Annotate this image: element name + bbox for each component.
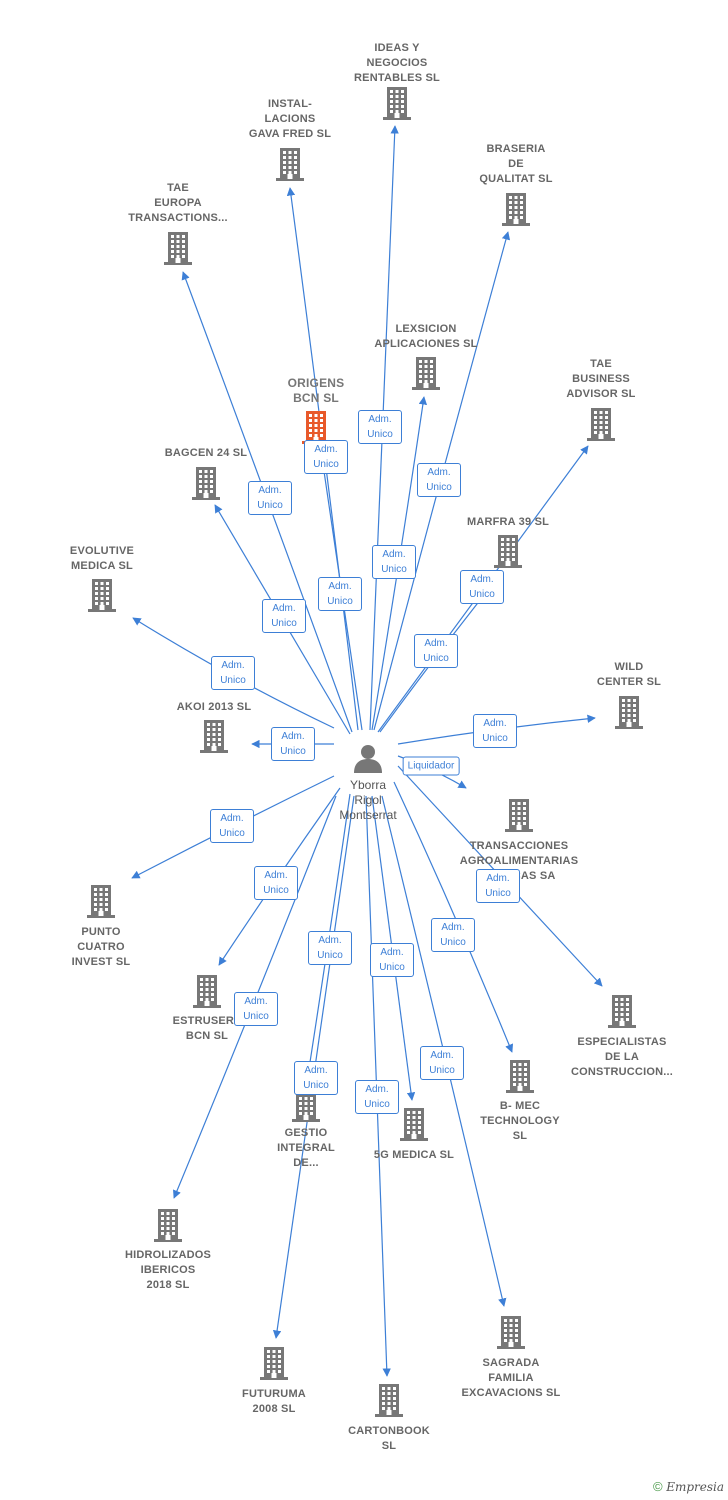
building-icon[interactable] xyxy=(86,578,118,612)
building-icon[interactable] xyxy=(85,884,117,918)
edge-label-g5medica: Adm. Unico xyxy=(370,943,414,977)
edge-label-wild: Adm. Unico xyxy=(473,714,517,748)
building-icon[interactable] xyxy=(398,1107,430,1141)
building-icon[interactable] xyxy=(162,231,194,265)
copyright-icon: © xyxy=(652,1479,663,1494)
building-icon[interactable] xyxy=(495,1315,527,1349)
company-label-ideas[interactable]: IDEAS Y NEGOCIOS RENTABLES SL xyxy=(354,42,440,84)
edge-label-punto: Adm. Unico xyxy=(210,809,254,843)
edge-label-tae_business: Adm. Unico xyxy=(460,570,504,604)
edge-label-transacciones: Liquidador xyxy=(402,756,460,776)
edge-label-lexsicion: Adm. Unico xyxy=(372,545,416,579)
building-icon[interactable] xyxy=(492,534,524,568)
edge-label-cartonbook: Adm. Unico xyxy=(355,1080,399,1114)
building-icon[interactable] xyxy=(410,356,442,390)
building-icon[interactable] xyxy=(152,1208,184,1242)
edge-label-braseria: Adm. Unico xyxy=(417,463,461,497)
building-icon[interactable] xyxy=(258,1346,290,1380)
edge-label-tae_europa: Adm. Unico xyxy=(248,481,292,515)
company-label-hidrolizados[interactable]: HIDROLIZADOS IBERICOS 2018 SL xyxy=(124,1249,212,1291)
building-icon[interactable] xyxy=(381,86,413,120)
company-label-akoi[interactable]: AKOI 2013 SL xyxy=(176,701,252,713)
building-icon[interactable] xyxy=(606,994,638,1028)
edge-label-instal: Adm. Unico xyxy=(304,440,348,474)
edge-label-marfra: Adm. Unico xyxy=(414,634,458,668)
company-label-estruserv[interactable]: ESTRUSERV BCN SL xyxy=(172,1015,242,1042)
building-icon[interactable] xyxy=(613,695,645,729)
company-label-tae_business[interactable]: TAE BUSINESS ADVISOR SL xyxy=(566,358,636,400)
company-label-g5medica[interactable]: 5G MEDICA SL xyxy=(373,1149,455,1161)
building-icon[interactable] xyxy=(373,1383,405,1417)
company-label-lexsicion[interactable]: LEXSICION APLICACIONES SL xyxy=(374,323,478,350)
edge-label-futuruma: Adm. Unico xyxy=(294,1061,338,1095)
edge-label-estruserv: Adm. Unico xyxy=(254,866,298,900)
edge-label-ideas: Adm. Unico xyxy=(358,410,402,444)
building-icon[interactable] xyxy=(300,410,332,444)
building-icon[interactable] xyxy=(504,1059,536,1093)
center-person-name[interactable]: Yborra Rigol Montserrat xyxy=(339,778,397,822)
building-icon[interactable] xyxy=(585,407,617,441)
brand-logo[interactable]: Empresia xyxy=(666,1480,724,1494)
building-icon[interactable] xyxy=(191,974,223,1008)
company-label-tae_europa[interactable]: TAE EUROPA TRANSACTIONS... xyxy=(128,182,228,224)
company-label-braseria[interactable]: BRASERIA DE QUALITAT SL xyxy=(479,143,553,185)
edge-label-hidrolizados: Adm. Unico xyxy=(234,992,278,1026)
company-label-evolutive[interactable]: EVOLUTIVE MEDICA SL xyxy=(69,545,135,572)
edge-label-bmec: Adm. Unico xyxy=(431,918,475,952)
edge-label-origens: Adm. Unico xyxy=(318,577,362,611)
edge-label-bagcen: Adm. Unico xyxy=(262,599,306,633)
company-label-futuruma[interactable]: FUTURUMA 2008 SL xyxy=(242,1388,306,1415)
company-label-marfra[interactable]: MARFRA 39 SL xyxy=(466,516,550,528)
edge-label-especialistas: Adm. Unico xyxy=(476,869,520,903)
edge-label-gestio: Adm. Unico xyxy=(308,931,352,965)
company-label-punto[interactable]: PUNTO CUATRO INVEST SL xyxy=(71,926,131,968)
building-icon[interactable] xyxy=(503,798,535,832)
building-icon[interactable] xyxy=(198,719,230,753)
edge-label-sagrada: Adm. Unico xyxy=(420,1046,464,1080)
building-icon[interactable] xyxy=(290,1088,322,1122)
company-label-cartonbook[interactable]: CARTONBOOK SL xyxy=(348,1425,430,1452)
edge-bmec xyxy=(393,781,514,1053)
company-label-especialistas[interactable]: ESPECIALISTAS DE LA CONSTRUCCION... xyxy=(571,1036,673,1078)
person-icon[interactable] xyxy=(352,742,384,774)
company-label-wild[interactable]: WILD CENTER SL xyxy=(596,661,662,688)
company-label-instal[interactable]: INSTAL- LACIONS GAVA FRED SL xyxy=(248,98,332,140)
company-label-origens[interactable]: ORIGENS BCN SL xyxy=(287,376,345,405)
building-icon[interactable] xyxy=(274,147,306,181)
company-label-bmec[interactable]: B- MEC TECHNOLOGY SL xyxy=(480,1100,560,1142)
company-label-sagrada[interactable]: SAGRADA FAMILIA EXCAVACIONS SL xyxy=(461,1357,561,1399)
building-icon[interactable] xyxy=(500,192,532,226)
building-icon[interactable] xyxy=(190,466,222,500)
company-label-gestio[interactable]: GESTIO INTEGRAL DE... xyxy=(277,1127,335,1169)
edge-label-akoi: Adm. Unico xyxy=(271,727,315,761)
footer: © Empresia xyxy=(653,1479,724,1494)
company-label-bagcen[interactable]: BAGCEN 24 SL xyxy=(164,447,248,459)
edge-label-evolutive: Adm. Unico xyxy=(211,656,255,690)
